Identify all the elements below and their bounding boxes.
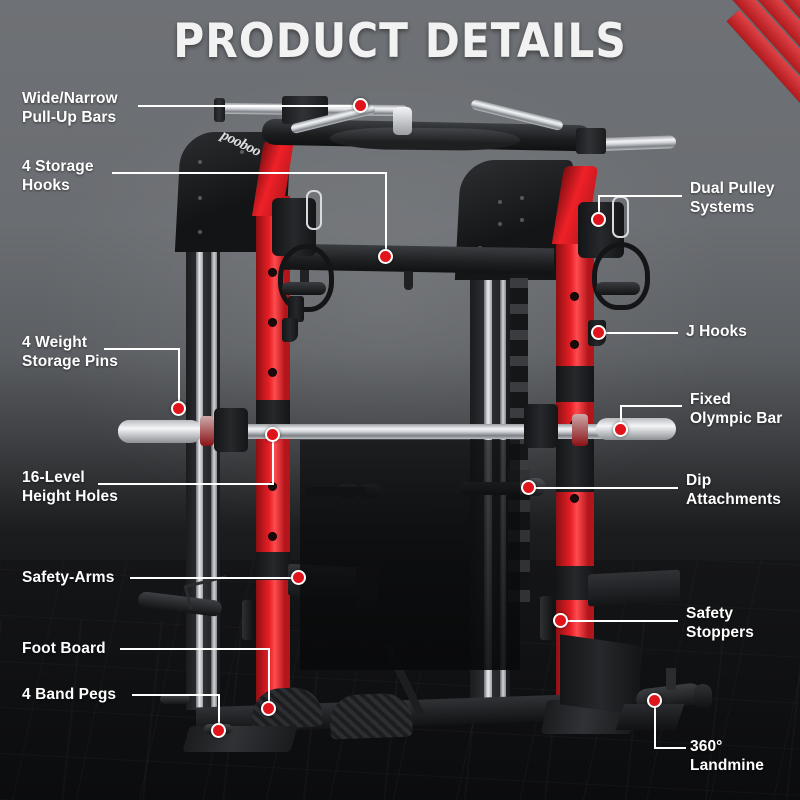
callout-label-landmine: 360° Landmine xyxy=(690,738,765,774)
callout-dot-landmine[interactable] xyxy=(647,693,662,708)
callout-dot-height-holes[interactable] xyxy=(265,427,280,442)
leader-line-weight-pins-v xyxy=(178,348,180,408)
top-crossbeam-dip xyxy=(329,127,521,151)
band-peg-low-1 xyxy=(160,694,190,704)
right-carabiner-icon xyxy=(612,196,629,238)
callout-label-height-holes: 16-Level Height Holes xyxy=(22,469,118,505)
left-handle-clip xyxy=(288,296,304,322)
leader-line-storage-hooks-h xyxy=(112,172,386,174)
callout-dot-foot-board[interactable] xyxy=(261,701,276,716)
leader-line-height-holes-v xyxy=(272,440,274,484)
safety-stopper-right xyxy=(540,596,554,640)
leader-line-dual-pulley-h xyxy=(598,195,682,197)
leader-line-foot-board-h xyxy=(120,648,270,650)
callout-dot-j-hooks[interactable] xyxy=(591,325,606,340)
leader-line-pull-up-bars xyxy=(138,105,362,107)
leader-line-band-pegs-v xyxy=(218,694,220,730)
callout-label-band-pegs: 4 Band Pegs xyxy=(22,686,117,703)
callout-dot-dual-pulley[interactable] xyxy=(591,212,606,227)
olympic-bar-sleeve-left xyxy=(118,420,202,443)
base-foot-left xyxy=(182,726,298,752)
left-handle-grip xyxy=(282,282,326,295)
leader-line-weight-pins-h xyxy=(104,348,180,350)
neutral-grip-knob xyxy=(393,107,412,135)
bar-carriage-right xyxy=(524,404,558,448)
leader-line-olympic-bar-h xyxy=(620,405,682,407)
storage-hook-2 xyxy=(404,272,413,290)
rear-shadow-panel xyxy=(300,440,520,670)
page-title: PRODUCT DETAILS xyxy=(173,14,627,69)
leader-line-safety-stoppers xyxy=(560,620,678,622)
left-guide-rod xyxy=(196,180,203,710)
callout-label-storage-hooks: 4 Storage Hooks xyxy=(22,158,94,194)
leader-line-band-pegs-h xyxy=(132,694,220,696)
landmine-post xyxy=(666,668,676,690)
landmine-base xyxy=(615,704,685,730)
leader-line-safety-arms xyxy=(130,577,298,579)
callout-dot-dip-attachments[interactable] xyxy=(521,480,536,495)
callout-dot-safety-arms[interactable] xyxy=(291,570,306,585)
foot-board-right xyxy=(329,692,413,740)
weight-peg-ladder xyxy=(510,252,528,502)
left-carabiner-icon xyxy=(306,190,322,230)
left-cable-strap xyxy=(278,244,334,312)
callout-dot-pull-up-bars[interactable] xyxy=(353,98,368,113)
callout-label-weight-pins: 4 Weight Storage Pins xyxy=(22,334,118,370)
callout-dot-safety-stoppers[interactable] xyxy=(553,613,568,628)
bar-carriage-left xyxy=(214,408,248,452)
right-upright-band-3 xyxy=(556,566,594,600)
callout-label-olympic-bar: Fixed Olympic Bar xyxy=(690,391,783,427)
callout-label-safety-stoppers: Safety Stoppers xyxy=(686,605,754,641)
leader-line-storage-hooks-v xyxy=(385,172,387,256)
callout-dot-storage-hooks[interactable] xyxy=(378,249,393,264)
left-j-hook xyxy=(282,318,298,342)
landmine-collar xyxy=(694,684,712,710)
leader-line-dip-attachments xyxy=(528,487,678,489)
callout-label-j-hooks: J Hooks xyxy=(686,323,747,340)
olympic-bar-sleeve-right xyxy=(596,418,676,440)
leader-line-foot-board-v xyxy=(268,648,270,708)
leader-line-j-hooks xyxy=(600,332,678,334)
leader-line-landmine-v xyxy=(654,700,656,748)
callout-label-foot-board: Foot Board xyxy=(22,640,106,657)
callout-label-safety-arms: Safety-Arms xyxy=(22,569,115,586)
safety-stopper-left xyxy=(242,600,254,640)
callout-label-dip-attachments: Dip Attachments xyxy=(686,472,781,508)
left-upright-band-2 xyxy=(256,552,290,580)
right-bar-bracket xyxy=(576,128,606,154)
callout-label-dual-pulley: Dual Pulley Systems xyxy=(690,180,775,216)
olympic-bar-collar-right xyxy=(572,414,588,446)
right-upright-band xyxy=(556,366,594,402)
safety-arm-right xyxy=(588,569,680,607)
leader-line-height-holes-h xyxy=(98,483,274,485)
right-handle-grip xyxy=(596,282,640,295)
callout-dot-band-pegs[interactable] xyxy=(211,723,226,738)
callout-dot-olympic-bar[interactable] xyxy=(613,422,628,437)
leader-line-olympic-bar-v xyxy=(620,405,622,430)
leader-line-dual-pulley-v xyxy=(598,195,600,225)
leader-line-landmine-h xyxy=(654,747,686,749)
wide-bar-bracket-left xyxy=(214,98,225,122)
right-cable-strap xyxy=(592,242,650,310)
callout-dot-weight-pins[interactable] xyxy=(171,401,186,416)
callout-label-pull-up-bars: Wide/Narrow Pull-Up Bars xyxy=(22,90,118,126)
olympic-bar-collar-left xyxy=(200,416,214,446)
